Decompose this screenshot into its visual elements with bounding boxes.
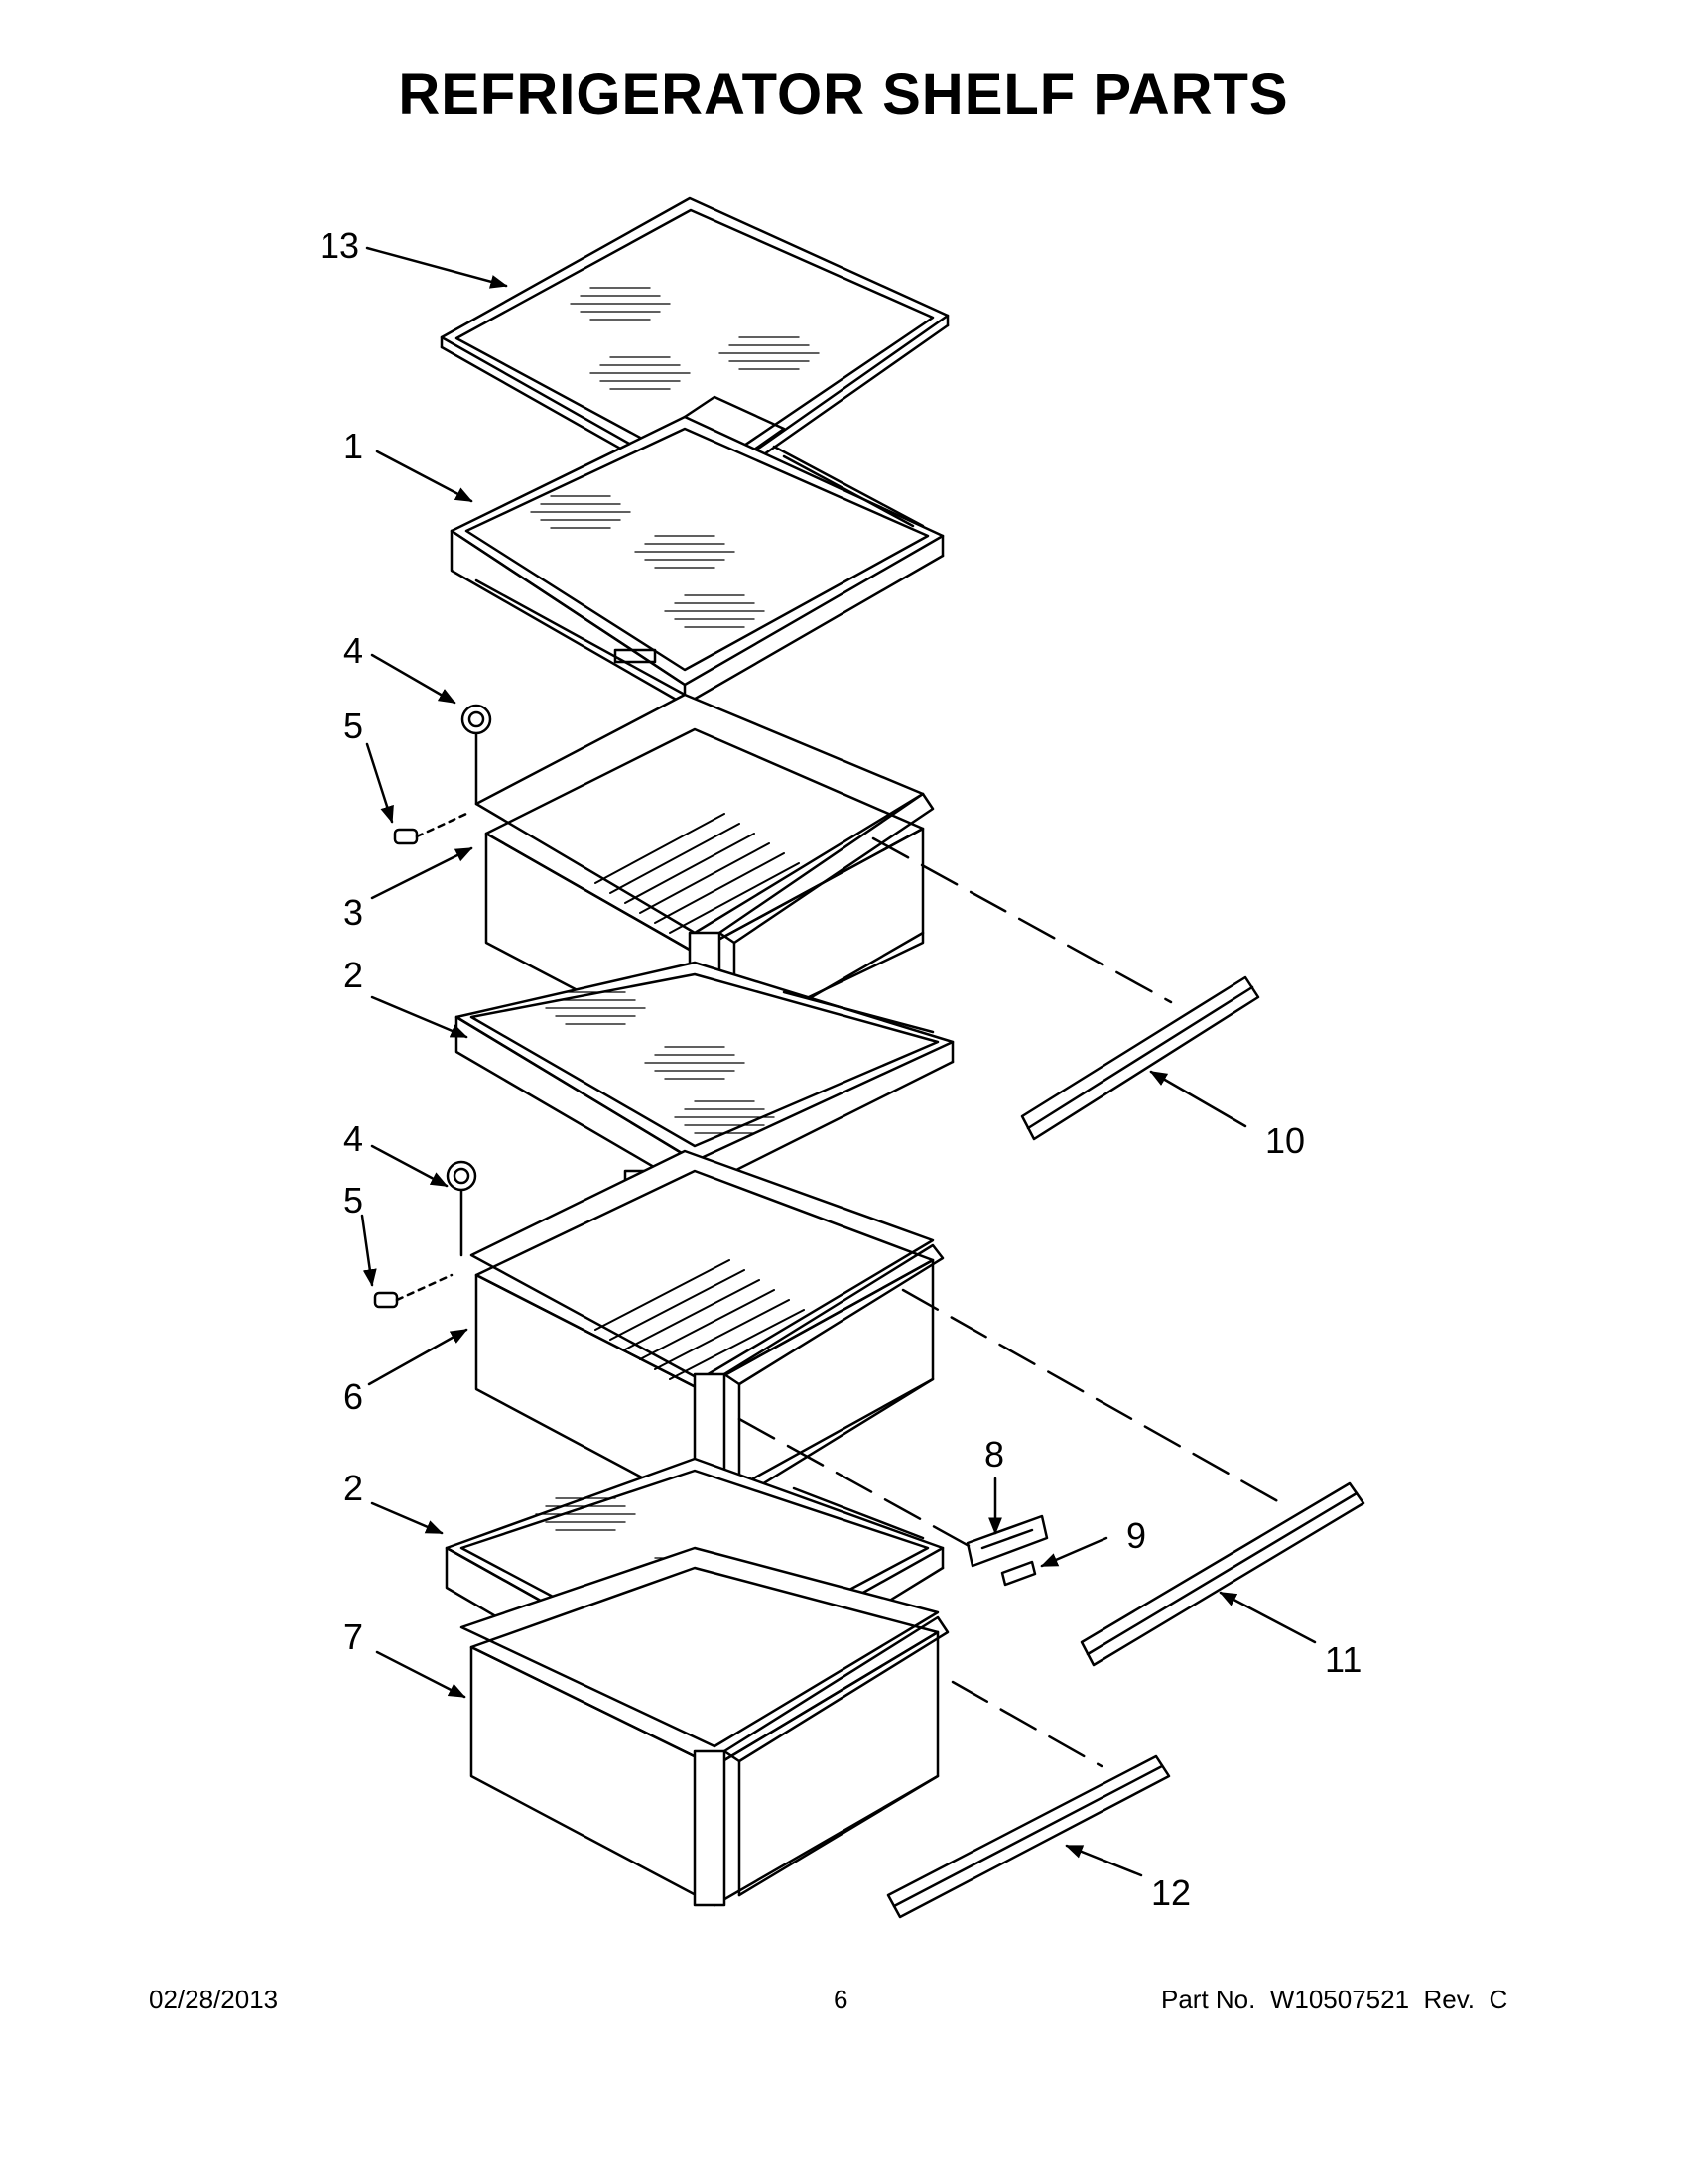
callout-3: 3 [343, 892, 363, 933]
crisper-cover-shelf-1 [450, 415, 945, 707]
callout-2-lower: 2 [343, 1468, 363, 1508]
bracket-8 [966, 1514, 1049, 1568]
roller-4-upper [460, 704, 492, 806]
callout-2-upper: 2 [343, 955, 363, 995]
callout-1: 1 [343, 426, 363, 466]
callout-12: 12 [1151, 1872, 1191, 1913]
callout-13: 13 [320, 225, 359, 266]
callout-10: 10 [1265, 1120, 1305, 1161]
footer-page-number: 6 [834, 1985, 848, 2014]
page-title: REFRIGERATOR SHELF PARTS [398, 63, 1289, 127]
roller-4-lower [446, 1160, 477, 1257]
callout-5-upper: 5 [343, 706, 363, 746]
callout-5-lower: 5 [343, 1180, 363, 1220]
callout-6: 6 [343, 1376, 363, 1417]
callout-7: 7 [343, 1616, 363, 1657]
footer-date: 02/28/2013 [149, 1985, 279, 2014]
callout-arrows [360, 246, 1317, 1877]
callout-labels: 13 1 4 5 3 2 4 5 6 2 7 8 9 10 11 12 [320, 225, 1362, 1913]
callout-4-lower: 4 [343, 1118, 363, 1159]
bracket-9 [1000, 1560, 1037, 1587]
callout-4-upper: 4 [343, 630, 363, 671]
footer-part-number: Part No. W10507521 Rev. C [1161, 1985, 1508, 2014]
trim-strip-10 [1020, 975, 1260, 1141]
top-shelf-13 [440, 196, 950, 498]
assembly-lines [737, 836, 1292, 1768]
crisper-cover-shelf-2-upper [454, 961, 955, 1193]
trim-strip-12 [886, 1754, 1171, 1919]
screw-5-upper [393, 812, 468, 845]
callout-11: 11 [1325, 1639, 1362, 1680]
callout-9: 9 [1126, 1515, 1146, 1556]
bottom-drawer-7 [459, 1546, 950, 1907]
screw-5-lower [373, 1273, 454, 1309]
crisper-drawer-6 [469, 1149, 945, 1510]
callout-8: 8 [984, 1434, 1004, 1475]
trim-strip-11 [1080, 1481, 1365, 1667]
